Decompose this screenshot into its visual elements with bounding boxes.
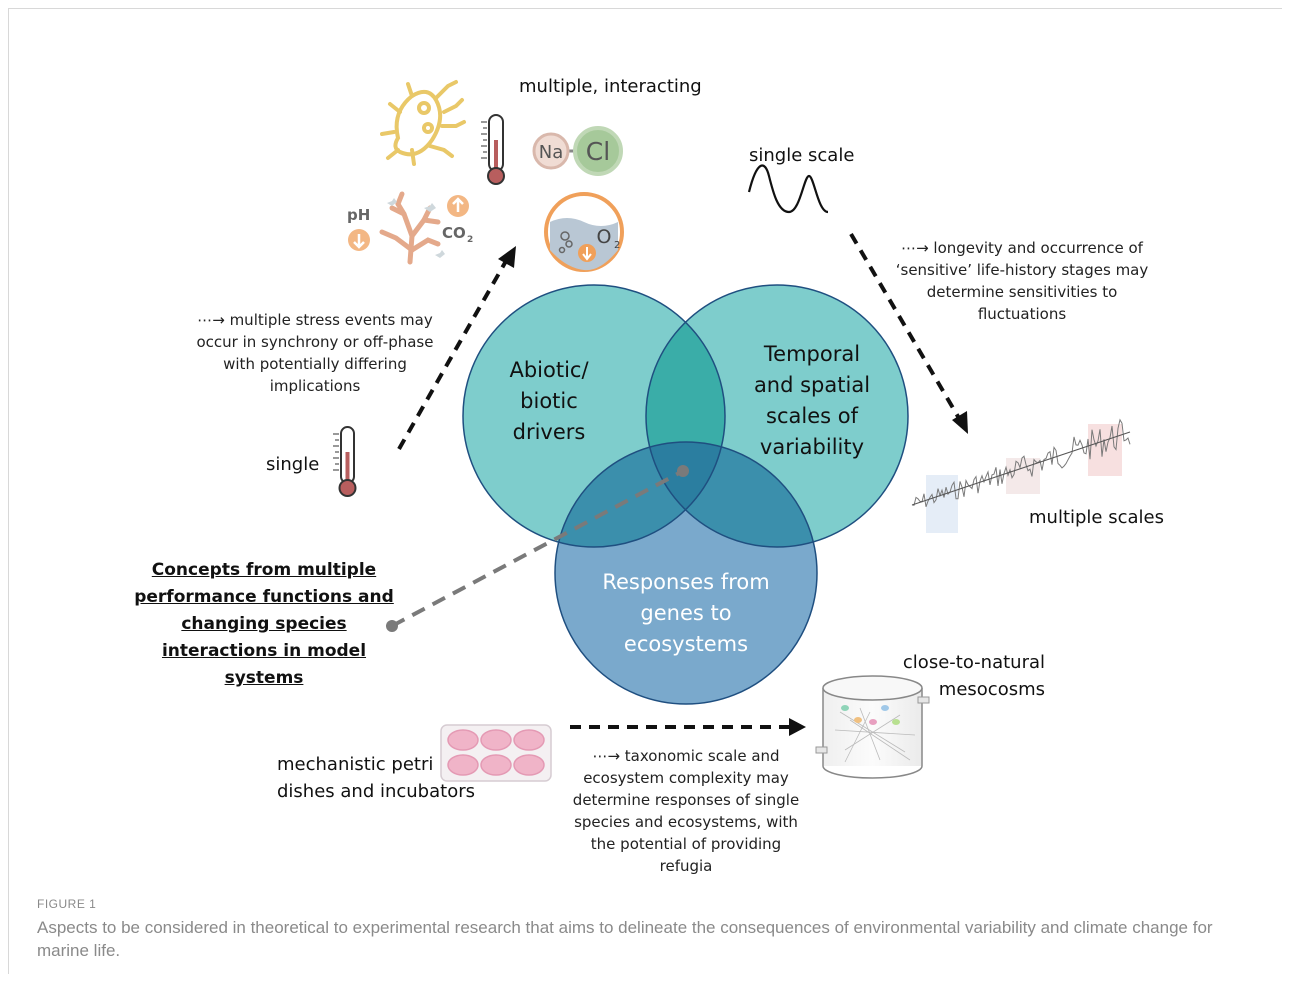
stress-line4: implications <box>269 377 361 395</box>
concept-line3: changing species <box>181 614 347 634</box>
label-close-to-natural: close-to-natural <box>902 652 1045 673</box>
cl-text: Cl <box>586 137 610 166</box>
time-series-icon <box>911 418 1131 533</box>
label-petri-dishes: mechanistic petri dishes and incubators <box>277 751 475 805</box>
concept-line4: interactions in model <box>161 641 367 661</box>
temporal-line3: scales of <box>766 404 858 428</box>
responses-line1: Responses from <box>602 570 770 594</box>
circle-label-abiotic: Abiotic/ biotic drivers <box>482 355 616 448</box>
label-mesocosms-word: mesocosms <box>938 679 1045 700</box>
abiotic-line3: drivers <box>512 420 586 444</box>
overlap-temporal-responses <box>646 442 817 547</box>
taxonomic-line6: refugia <box>659 857 713 875</box>
circle-outline-temporal <box>645 284 909 548</box>
label-petri-line1: mechanistic petri <box>277 754 434 775</box>
temporal-line4: variability <box>759 435 865 459</box>
taxonomic-line1: ⋯→ taxonomic scale and <box>592 747 780 765</box>
taxonomic-line2: ecosystem complexity may <box>583 769 789 787</box>
concept-line1: Concepts from multiple <box>151 560 377 580</box>
co2-subscript: 2 <box>467 235 473 245</box>
o2-subscript: 2 <box>614 240 620 251</box>
label-mesocosms: close-to-natural mesocosms <box>902 649 1045 703</box>
arrow-petri-to-mesocosm <box>570 718 806 736</box>
coral-reef-icon: pH CO 2 <box>347 191 473 265</box>
arrow-single-to-multiple <box>397 246 516 450</box>
concept-pointer <box>386 465 689 632</box>
abiotic-line2: biotic <box>520 389 578 413</box>
note-taxonomic: ⋯→ taxonomic scale and ecosystem complex… <box>561 745 811 877</box>
figure-label: FIGURE 1 <box>37 897 97 911</box>
mesocosm-icon <box>815 675 930 779</box>
overlap-abiotic-responses <box>555 442 725 547</box>
co2-text: CO <box>442 224 466 242</box>
longevity-line2: ‘sensitive’ life-history stages may <box>895 261 1149 279</box>
sodium-chloride-icon: Na Cl <box>532 126 623 176</box>
circle-label-responses: Responses from genes to ecosystems <box>586 567 786 660</box>
note-longevity: ⋯→ longevity and occurrence of ‘sensitiv… <box>893 237 1151 325</box>
temporal-line2: and spatial <box>753 373 871 397</box>
longevity-line3: determine sensitivities to <box>926 283 1118 301</box>
responses-line2: genes to <box>640 601 732 625</box>
temporal-line1: Temporal <box>763 342 861 366</box>
label-single: single <box>266 454 320 475</box>
stress-line2: occur in synchrony or off-phase <box>196 333 434 351</box>
concept-line5: systems <box>224 668 304 688</box>
petri-dish-icon <box>440 724 552 782</box>
thermometer-single-icon <box>333 426 357 497</box>
longevity-line1: ⋯→ longevity and occurrence of <box>901 239 1143 257</box>
na-text: Na <box>539 142 564 163</box>
sine-wave-icon <box>747 164 829 214</box>
label-multiple-scales: multiple scales <box>1029 507 1164 528</box>
figure-frame <box>8 8 1282 974</box>
taxonomic-line5: the potential of providing <box>590 835 782 853</box>
responses-line3: ecosystems <box>623 632 749 656</box>
o2-text: O <box>597 226 612 248</box>
abiotic-line1: Abiotic/ <box>509 358 589 382</box>
longevity-line4: fluctuations <box>977 305 1067 323</box>
stress-line1: ⋯→ multiple stress events may <box>197 311 433 329</box>
taxonomic-line3: determine responses of single <box>572 791 800 809</box>
taxonomic-line4: species and ecosystems, with <box>574 813 798 831</box>
figure-caption: Aspects to be considered in theoretical … <box>37 918 1213 960</box>
circle-label-temporal: Temporal and spatial scales of variabili… <box>737 339 887 463</box>
oxygen-decrease-icon: O 2 <box>544 192 624 272</box>
stress-line3: with potentially differing <box>223 355 407 373</box>
note-stress-events: ⋯→ multiple stress events may occur in s… <box>190 309 440 397</box>
arrow-single-to-multiple-scales <box>849 232 968 434</box>
circle-outline-responses <box>554 441 818 705</box>
thermometer-icon <box>481 114 505 185</box>
bacteria-icon <box>380 80 466 166</box>
circle-outline-abiotic <box>462 284 726 548</box>
label-multiple-interacting: multiple, interacting <box>519 76 702 97</box>
concept-line2: performance functions and <box>134 587 394 607</box>
label-single-scale: single scale <box>749 145 855 166</box>
ph-text: pH <box>347 206 370 224</box>
label-petri-line2: dishes and incubators <box>277 781 475 802</box>
concept-label: Concepts from multiple performance funct… <box>124 557 404 692</box>
